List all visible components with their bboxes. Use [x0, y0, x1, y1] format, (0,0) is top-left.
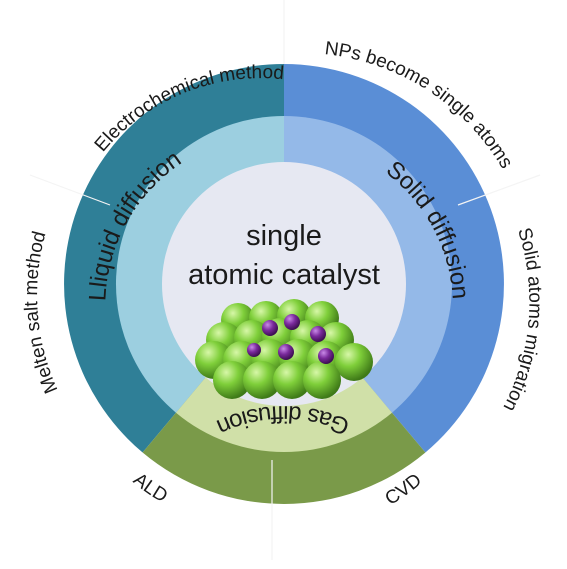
center-title-line1: single — [246, 220, 322, 252]
green-sphere — [303, 361, 341, 399]
label-solid-atoms-migration: Solid atoms migration — [499, 225, 546, 414]
purple-sphere — [262, 320, 278, 336]
outer-dividers — [29, 0, 541, 560]
green-sphere — [273, 361, 311, 399]
label-ald: ALD — [129, 469, 171, 507]
green-sphere — [243, 361, 281, 399]
divider-left — [29, 174, 111, 206]
label-melten-salt-method: Melten salt method — [21, 229, 62, 396]
purple-sphere — [310, 326, 326, 342]
purple-sphere — [278, 344, 294, 360]
divider-right — [457, 174, 541, 206]
purple-sphere — [284, 314, 300, 330]
purple-sphere — [247, 343, 261, 357]
center-title-line2: atomic catalyst — [188, 259, 380, 291]
green-sphere — [213, 361, 251, 399]
atom-cluster-illustration — [195, 299, 373, 399]
purple-sphere — [318, 348, 334, 364]
green-sphere — [335, 343, 373, 381]
